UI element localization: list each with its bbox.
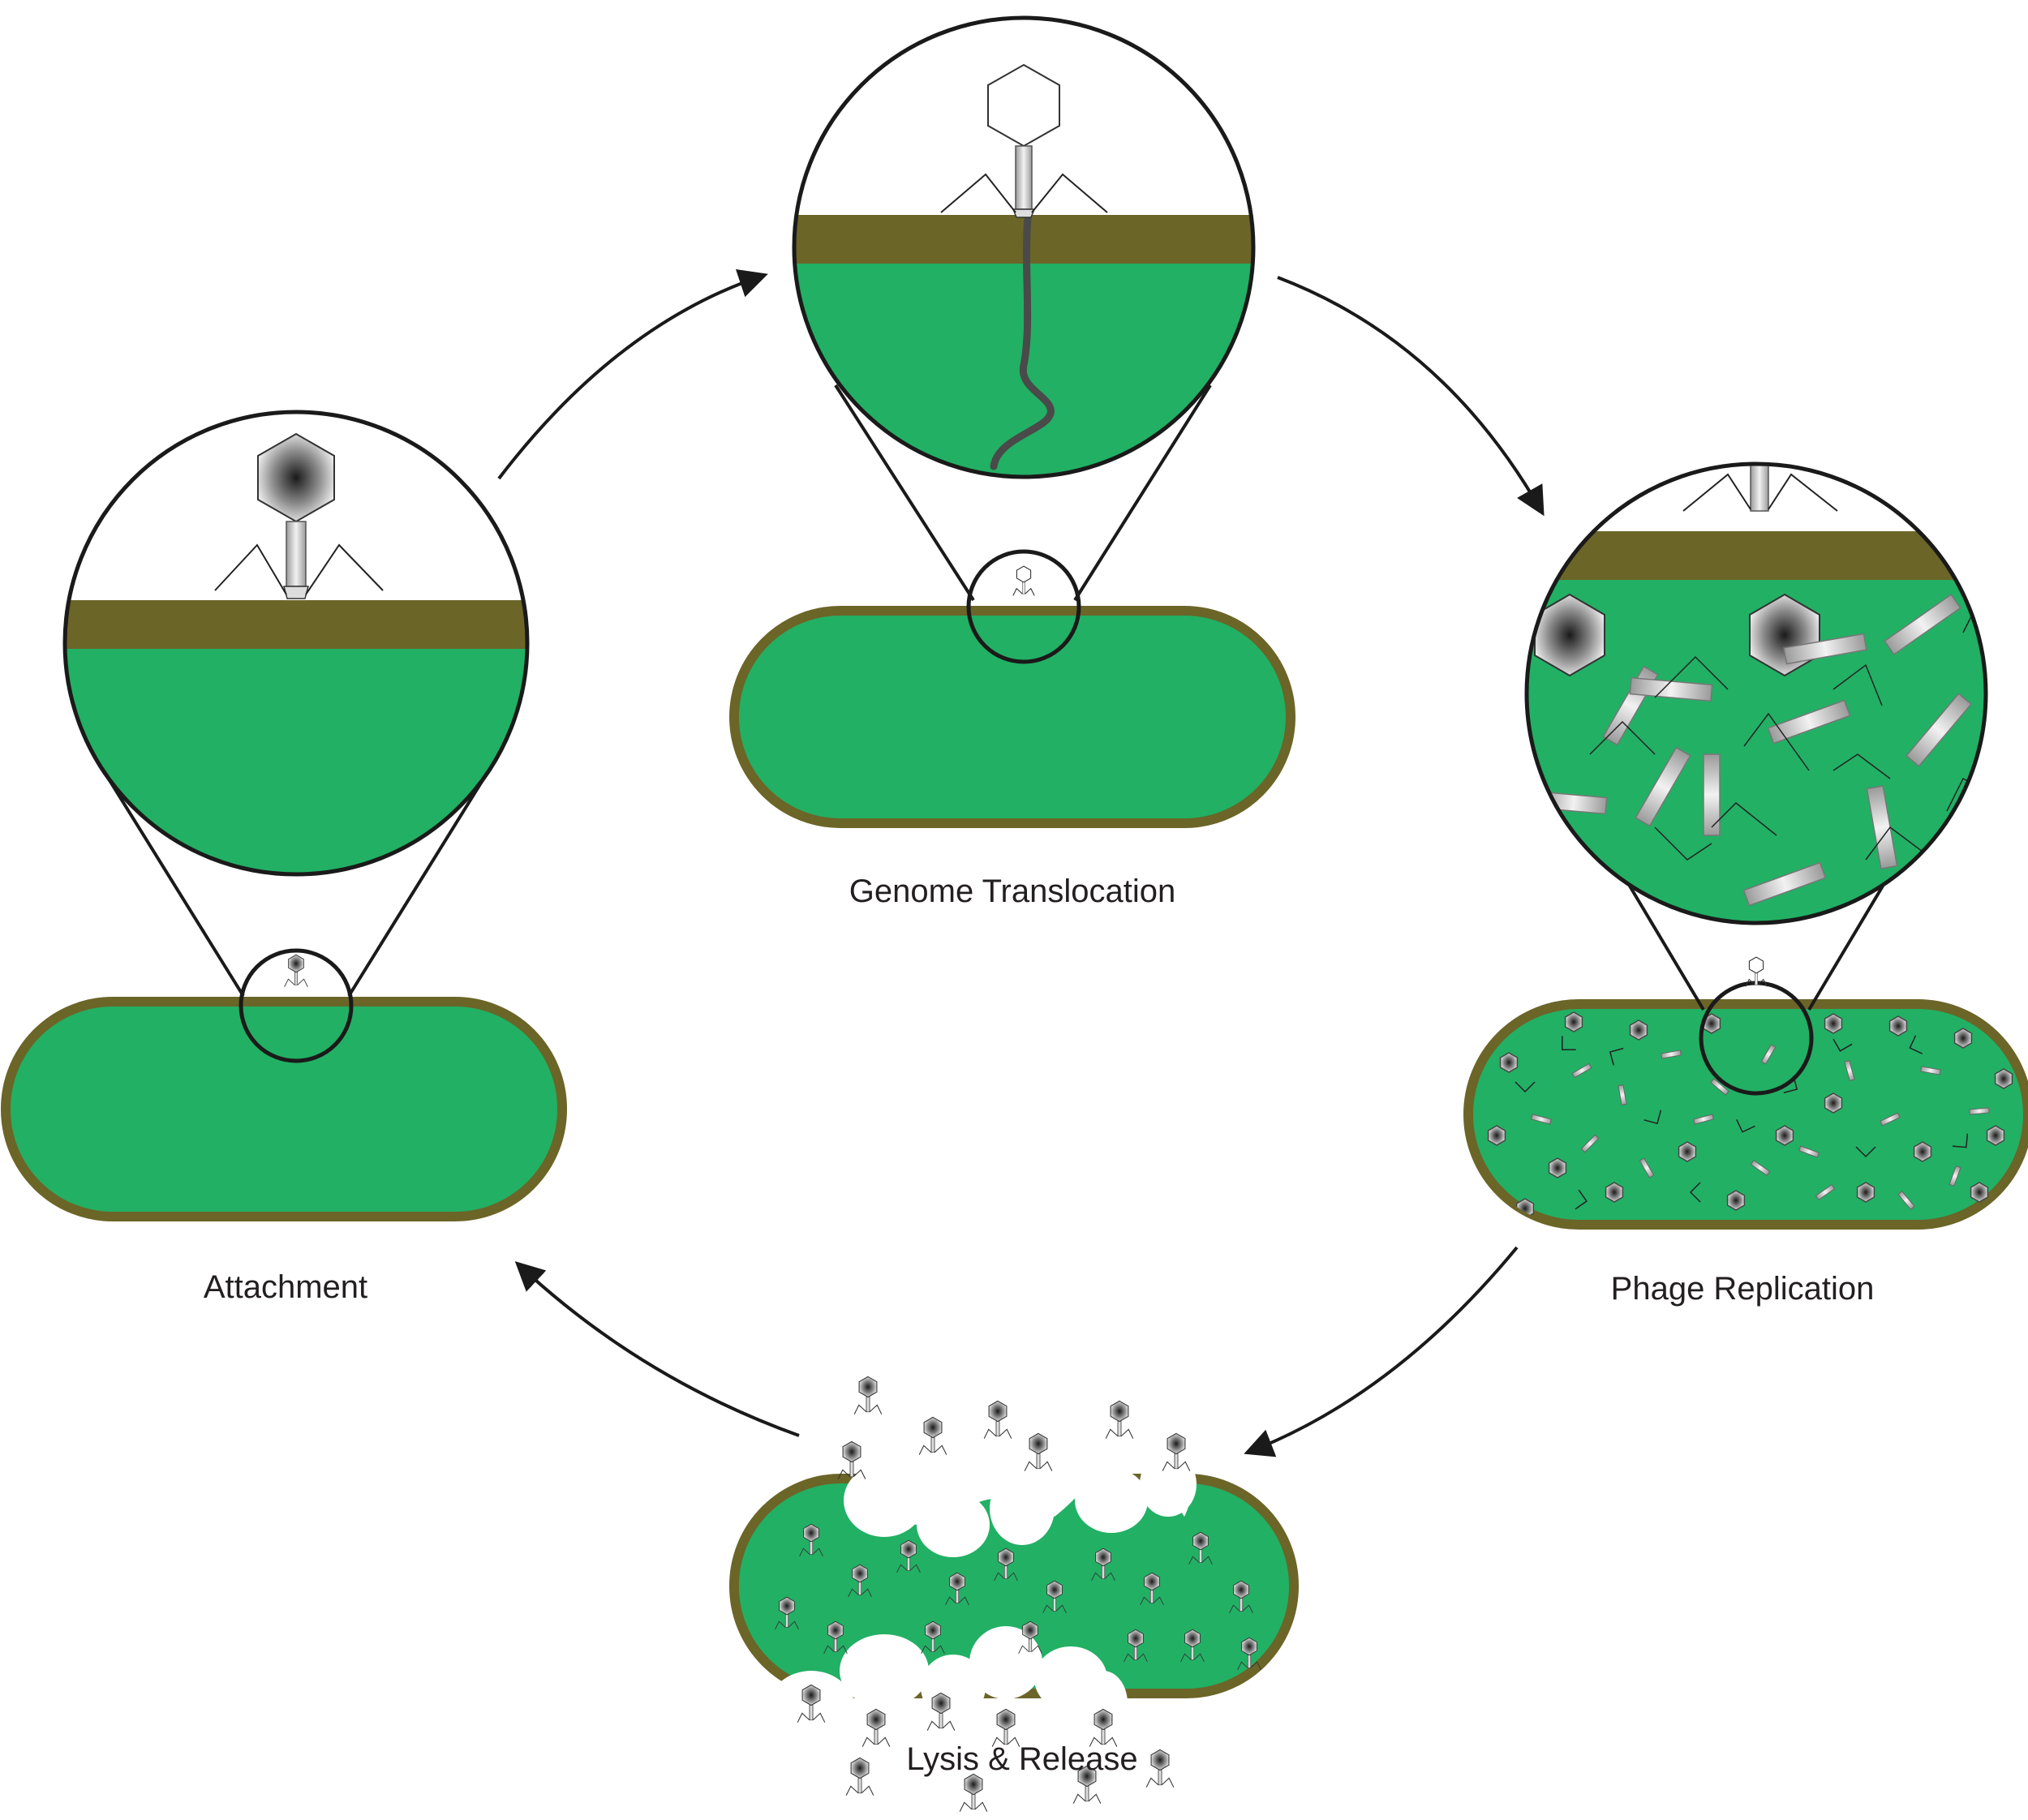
lysis-stage: Lysis & Release <box>729 1376 1299 1813</box>
magnifier-circle <box>966 549 1081 664</box>
zoom-circle <box>1524 461 1988 925</box>
replication-stage: Phage Replication <box>1463 461 2028 1307</box>
attachment-stage: Attachment <box>1 410 567 1305</box>
arrow-icon <box>514 1261 800 1437</box>
zoom-circle <box>792 15 1256 479</box>
stage-label: Phage Replication <box>1611 1271 1875 1307</box>
dna-strand-icon <box>990 213 1055 470</box>
tail-fiber-icon <box>940 173 1016 213</box>
cycle-arrows <box>497 269 1545 1457</box>
bacterial-cell <box>1463 999 2028 1230</box>
bacterial-cell <box>1 997 567 1221</box>
phage-icon <box>214 432 384 599</box>
arrow-icon <box>1277 276 1545 517</box>
phage-icon <box>940 63 1108 218</box>
magnifier-circle <box>238 948 354 1063</box>
arrow-icon <box>1244 1246 1519 1457</box>
stage-label: Attachment <box>204 1269 367 1305</box>
tail-fiber-icon <box>305 543 384 595</box>
tail-fiber-icon <box>214 543 287 595</box>
tail-fiber-icon <box>1031 173 1108 213</box>
stage-label: Genome Translocation <box>849 874 1175 909</box>
translocation-stage: Genome Translocation <box>729 15 1295 909</box>
arrow-icon <box>497 269 768 480</box>
phage-icon <box>284 954 308 988</box>
zoom-circle <box>62 410 530 877</box>
bacterial-cell <box>729 606 1295 828</box>
stage-label: Lysis & Release <box>906 1741 1137 1777</box>
